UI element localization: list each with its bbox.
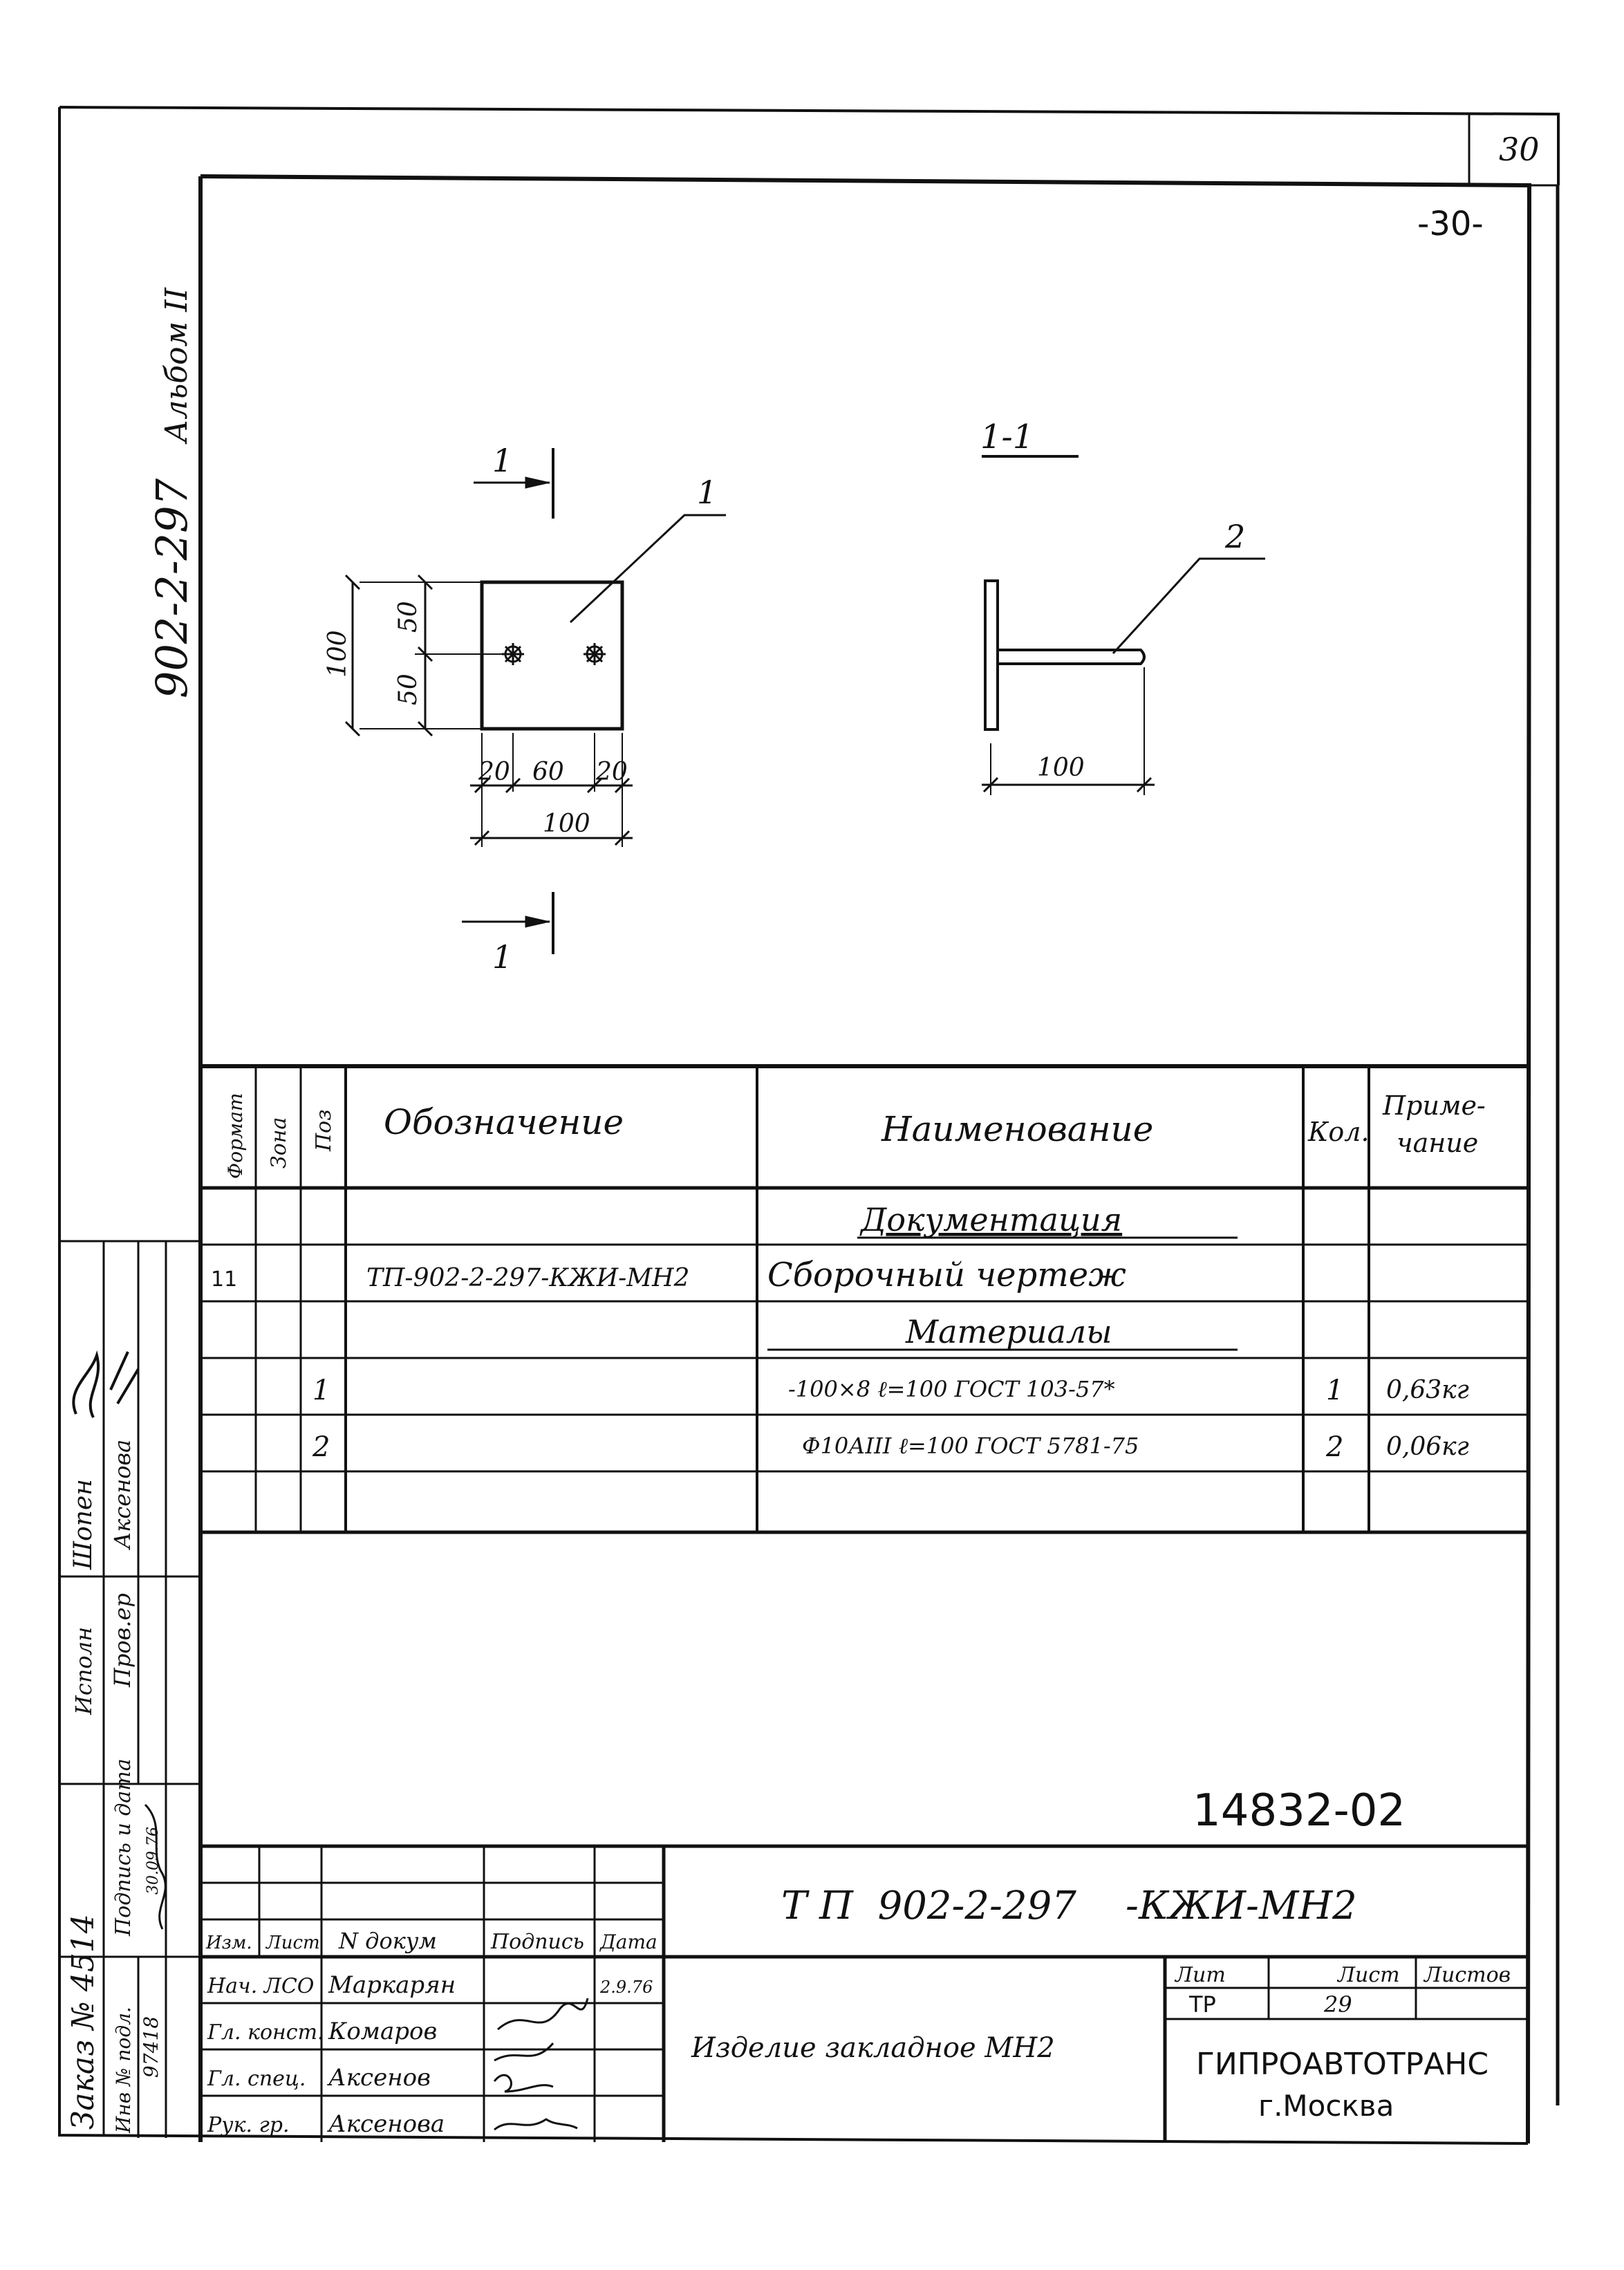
order-signature [144,1803,167,1930]
person-role: Нач. ЛСО [207,1974,314,1998]
person-name: Маркарян [328,1971,456,1999]
row-designation: ТП-902-2-297-КЖИ-МН2 [366,1264,689,1292]
inv-label: Инв № подл. [112,2007,135,2134]
header-designation: Обозначение [384,1102,624,1142]
plan-view-labels: 1 1 1 100 50 50 20 60 20 100 [324,442,717,976]
project-code-vertical: 902-2-297 [147,478,197,698]
signature-aksenova [494,2118,578,2131]
row-pos: 1 [312,1375,330,1406]
row-name: -100×8 ℓ=100 ГОСТ 103-57* [788,1376,1115,1402]
spec-table [200,1064,1528,1534]
side-strip: 902-2-297 Альбом II Исполн Пров.ер Шопен… [59,287,200,2138]
header-format: Формат [224,1093,247,1179]
section-title: 1-1 [980,418,1034,456]
archive-number: 14832-02 [1193,1785,1406,1836]
row-name: Документация [859,1201,1122,1238]
lit-label: Лит [1174,1963,1226,1987]
sheet-label: Лист [1336,1963,1400,1987]
product-name: Изделие закладное МН2 [691,2032,1055,2064]
rebar-section [998,649,1146,665]
sign-date-value: 30.09.76 [144,1827,162,1895]
order-number: Заказ № 4514 [66,1914,101,2130]
row-note: 0,06кг [1386,1433,1469,1461]
person-name: Аксенова [327,2110,445,2138]
signature-marker [497,1998,589,2031]
section-mark-bottom: 1 [492,938,512,976]
section-view [982,455,1265,795]
sheet-number: 30 [1499,131,1540,168]
row-note: 0,63кг [1386,1376,1469,1404]
executor-role: Исполн [71,1627,97,1715]
dim-50-bottom: 50 [394,673,422,705]
dim-100-section: 100 [1037,754,1085,782]
person-role: Рук. гр. [207,2113,289,2137]
document-code: Т П 902-2-297 -КЖИ-МН2 [781,1883,1357,1928]
row-pos: 2 [312,1431,330,1463]
header-name: Наименование [881,1109,1153,1149]
checker-name: Аксенова [109,1440,136,1550]
spec-header: Формат Зона Поз Обозначение Наименование… [224,1090,1486,1179]
sheet-frame [58,106,1560,2145]
dim-50-top: 50 [394,601,422,633]
row-qty: 1 [1326,1375,1343,1406]
dim-60: 60 [532,758,564,786]
person-name: Аксенов [327,2064,431,2092]
title-block [200,1844,1528,2142]
spec-rows: Документация 11 ТП-902-2-297-КЖИ-МН2 Сбо… [211,1201,1469,1463]
col-list: Лист [265,1933,320,1953]
plan-view [344,448,726,954]
stage-value: ТР [1188,1991,1216,2018]
header-zone: Зона [267,1117,291,1169]
sheet-value: 29 [1323,1991,1352,2018]
signature-aksenov [493,2074,554,2093]
row-name: Сборочный чертеж [767,1256,1126,1294]
person-name: Комаров [328,2018,437,2045]
col-izm: Изм. [205,1933,252,1953]
col-sign: Подпись [490,1930,584,1954]
row-qty: 2 [1325,1431,1343,1463]
checker-role: Пров.ер [109,1593,136,1688]
col-date: Дата [599,1931,657,1953]
album-label-vertical: Альбом II [159,287,194,445]
position-label-1: 1 [697,474,717,511]
executor-signature [72,1350,140,1418]
header-note-line2: чание [1397,1128,1478,1158]
dim-100-horizontal: 100 [543,810,590,838]
dim-20-left: 20 [478,758,510,786]
executor-name: Шопен [69,1479,97,1570]
sign-date-label: Подпись и дата [111,1758,136,1937]
section-mark-top: 1 [492,442,512,479]
header-note-line1: Приме- [1382,1090,1486,1121]
title-block-text: Т П 902-2-297 -КЖИ-МН2 Изм. Лист N докум… [205,1883,1511,2138]
header-qty: Кол. [1307,1117,1370,1147]
person-role: Гл. спец. [207,2067,306,2091]
person-date: 2.9.76 [599,1978,653,1997]
row-name: Ф10АIII ℓ=100 ГОСТ 5781-75 [802,1433,1139,1459]
inv-value: 97418 [140,2016,162,2078]
header-pos: Поз [312,1109,336,1152]
row-name: Материалы [905,1313,1112,1350]
page-mark: -30- [1417,205,1484,243]
plate-section [984,579,999,731]
person-role: Гл. конст. [207,2020,324,2045]
position-label-2: 2 [1224,518,1245,555]
signature-komarov [494,2043,554,2062]
col-doc: N докум [338,1928,437,1954]
dim-100-vertical: 100 [324,630,352,678]
dim-20-right: 20 [595,758,628,786]
anchor-holes [502,643,606,665]
organization: ГИПРОАВТОТРАНС [1196,2047,1488,2082]
plate [480,580,624,731]
sheets-label: Листов [1423,1963,1511,1987]
city: г.Москва [1258,2089,1394,2123]
row-format: 11 [211,1267,237,1292]
